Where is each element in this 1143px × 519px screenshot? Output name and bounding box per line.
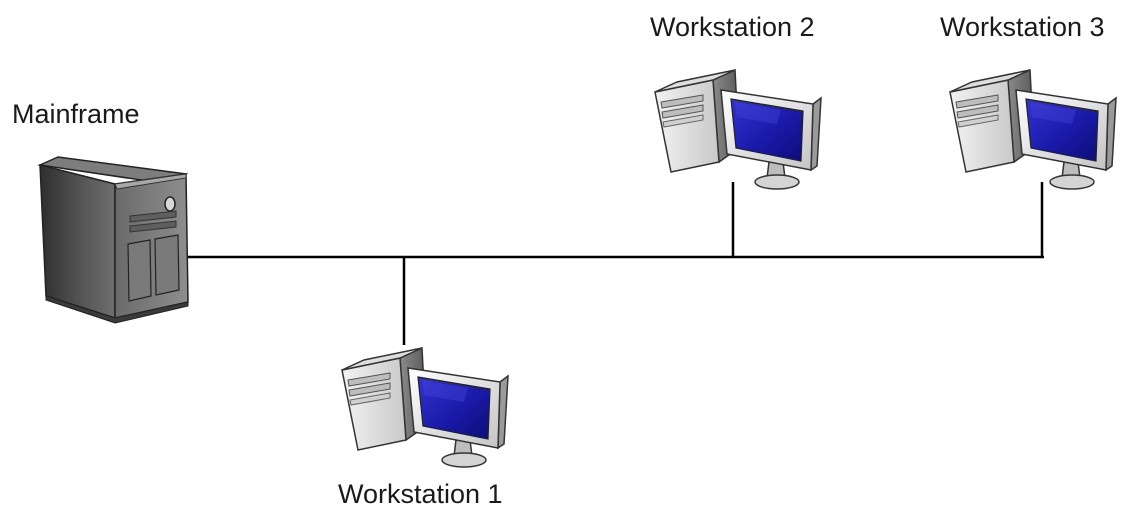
- workstation-1-label: Workstation 1: [338, 479, 503, 509]
- workstation-computer-icon: [341, 347, 509, 468]
- connection-lines: [188, 182, 1044, 345]
- server-tower-icon: [37, 156, 189, 324]
- workstation-computer-icon: [949, 69, 1117, 190]
- workstation-computer-icon: [654, 69, 822, 190]
- workstation-2-label: Workstation 2: [650, 12, 815, 42]
- mainframe-label: Mainframe: [12, 99, 140, 129]
- node-mainframe: Mainframe: [12, 99, 189, 324]
- node-workstation-3: Workstation 3: [940, 12, 1117, 190]
- node-workstation-1: Workstation 1: [338, 347, 509, 509]
- workstation-3-label: Workstation 3: [940, 12, 1105, 42]
- node-workstation-2: Workstation 2: [650, 12, 822, 190]
